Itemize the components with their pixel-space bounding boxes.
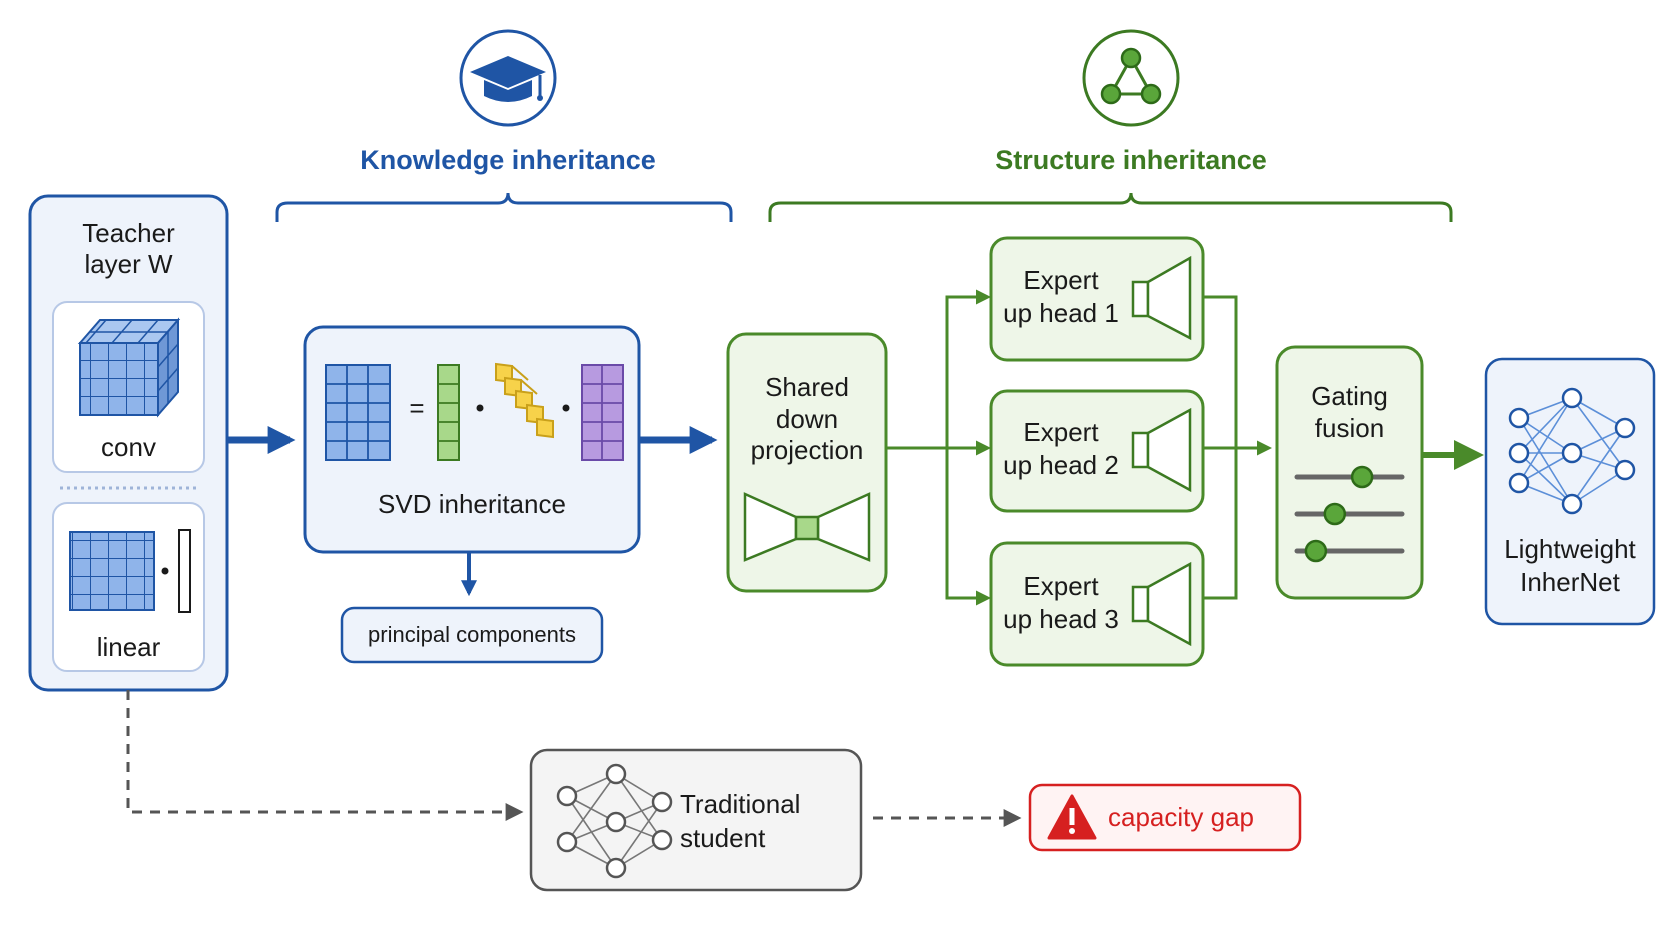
expert-1-line1: Expert [1023, 265, 1099, 295]
traditional-student-box [529, 748, 863, 892]
traditional-student-label: Traditional student [680, 787, 840, 856]
teacher-title-line2: layer W [84, 249, 173, 280]
gating-sliders [1294, 465, 1405, 563]
svd-label: SVD inheritance [378, 489, 566, 519]
knowledge-inheritance-header: Knowledge inheritance [360, 145, 656, 175]
neural-network-icon [1508, 387, 1636, 515]
output-line2: InherNet [1520, 566, 1620, 597]
linear-label: linear [96, 632, 161, 662]
dashed-path-teacher-to-student [126, 690, 524, 821]
linear-matrix-icon [69, 529, 191, 613]
bottleneck-icon [743, 492, 871, 562]
expert-3-line1: Expert [1023, 571, 1099, 601]
svd-matrix-u-icon [437, 364, 460, 461]
principal-components-box [340, 606, 604, 664]
output-line1: Lightweight [1504, 534, 1636, 564]
shared-line1: Shared [765, 372, 849, 402]
conv-label: conv [101, 432, 156, 462]
shared-projection-label: Shared down projection [728, 372, 886, 467]
triangle-network-icon [1082, 29, 1180, 127]
upsample-icon-2 [1131, 407, 1192, 493]
graduation-cap-icon [459, 29, 557, 127]
svd-matrix-v-icon [581, 364, 624, 461]
teacher-title: Teacher layer W [30, 218, 227, 280]
gating-line2: fusion [1314, 412, 1385, 443]
warning-triangle-icon [1047, 794, 1097, 840]
shared-line3: projection [750, 435, 864, 466]
capacity-gap-box [1028, 783, 1302, 852]
slider-knob-3 [1304, 539, 1328, 563]
expert-label-1: Expert up head 1 [991, 264, 1131, 329]
student-network-icon [556, 763, 673, 879]
upsample-icon-1 [1131, 255, 1192, 341]
expert-2-line2: up head 2 [1003, 449, 1119, 480]
expert-box-1 [989, 236, 1205, 362]
shared-line2: down [775, 403, 839, 434]
traditional-line2: student [680, 823, 766, 854]
svd-matrix-w-icon [325, 364, 391, 461]
output-box [1484, 357, 1656, 626]
conv-cube-icon [77, 317, 181, 418]
expert-connectors [886, 289, 1272, 606]
structure-inheritance-header: Structure inheritance [995, 145, 1267, 175]
expert-label-2: Expert up head 2 [991, 416, 1131, 481]
knowledge-brace [275, 192, 733, 222]
teacher-title-line1: Teacher [82, 218, 175, 248]
traditional-line1: Traditional [680, 789, 801, 819]
slider-knob-1 [1350, 465, 1374, 489]
expert-1-line2: up head 1 [1003, 297, 1119, 328]
expert-box-2 [989, 389, 1205, 513]
svd-matrix-sigma-icon [495, 362, 554, 439]
expert-2-line1: Expert [1023, 417, 1099, 447]
upsample-icon-3 [1131, 561, 1192, 647]
gating-fusion-box [1275, 345, 1424, 600]
output-label: Lightweight InherNet [1486, 533, 1654, 598]
expert-label-3: Expert up head 3 [991, 570, 1131, 635]
gating-label: Gating fusion [1277, 381, 1422, 444]
gating-line1: Gating [1311, 381, 1388, 411]
structure-brace [768, 192, 1453, 222]
slider-knob-2 [1323, 502, 1347, 526]
expert-3-line2: up head 3 [1003, 603, 1119, 634]
expert-box-3 [989, 541, 1205, 667]
principal-components-label: principal components [368, 622, 576, 647]
capacity-gap-label: capacity gap [1108, 802, 1254, 832]
equals-sign: = [409, 393, 425, 423]
